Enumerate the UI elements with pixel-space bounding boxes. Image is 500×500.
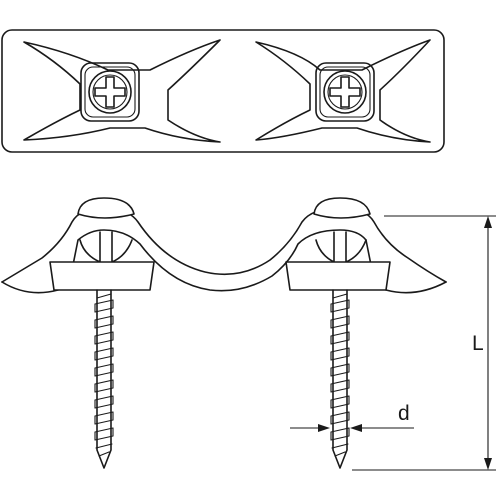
arrow-down-icon xyxy=(484,458,492,470)
clamp-base-plate xyxy=(1,29,445,153)
right-washer xyxy=(285,261,391,291)
arrow-right-icon xyxy=(318,424,330,432)
left-washer xyxy=(49,261,155,291)
length-dimension: L xyxy=(352,215,496,471)
arrow-left-icon xyxy=(350,424,362,432)
diameter-label: d xyxy=(398,402,410,425)
left-clamp-top xyxy=(23,39,221,143)
left-clamp-head xyxy=(49,197,155,469)
arrow-up-icon xyxy=(484,216,492,228)
right-clamp-top xyxy=(255,39,431,143)
top-view xyxy=(1,29,445,153)
clamp-band-outer xyxy=(1,207,447,283)
diameter-dimension: d xyxy=(290,402,414,432)
right-clamp-head xyxy=(285,197,391,469)
length-label: L xyxy=(472,332,484,355)
side-view xyxy=(1,197,447,469)
